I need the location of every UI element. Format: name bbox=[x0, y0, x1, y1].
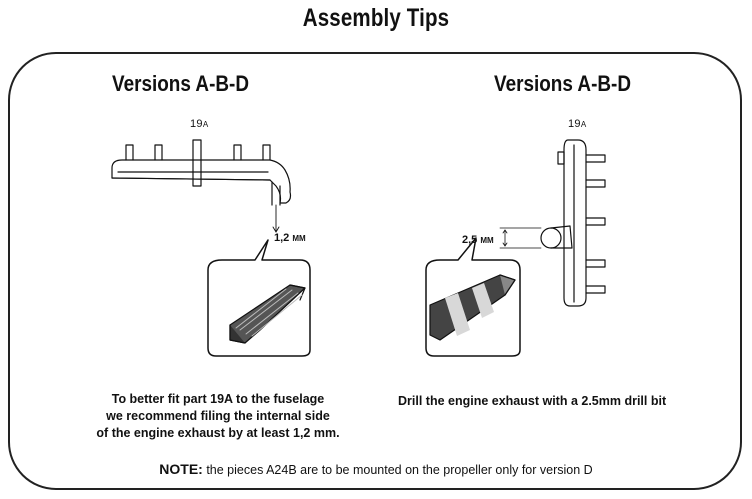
left-detail-bubble bbox=[207, 239, 311, 357]
left-part-label: 19A bbox=[190, 118, 208, 130]
left-part-letter: A bbox=[202, 120, 209, 129]
right-part-number: 19 bbox=[568, 118, 581, 130]
left-part-number: 19 bbox=[190, 118, 203, 130]
left-caption: To better fit part 19A to the fuselage w… bbox=[93, 391, 343, 442]
left-caption-line-3: of the engine exhaust by at least 1,2 mm… bbox=[96, 426, 340, 440]
page-title: Assembly Tips bbox=[302, 4, 450, 32]
left-section-title: Versions A-B-D bbox=[112, 71, 250, 96]
left-dimension-value: 1,2 bbox=[274, 232, 290, 244]
right-dimension-label: 2,5 MM bbox=[462, 234, 494, 246]
left-dimension-unit: MM bbox=[292, 234, 306, 243]
tips-frame bbox=[8, 52, 742, 490]
left-caption-line-2: we recommend filing the internal side bbox=[106, 409, 330, 423]
right-part-label: 19A bbox=[568, 118, 586, 130]
right-part-19a-drawing bbox=[499, 139, 606, 307]
note-text: the pieces A24B are to be mounted on the… bbox=[202, 463, 593, 477]
right-caption: Drill the engine exhaust with a 2.5mm dr… bbox=[398, 394, 667, 408]
right-dimension-unit: MM bbox=[480, 236, 494, 245]
right-detail-bubble bbox=[425, 237, 521, 357]
right-part-letter: A bbox=[580, 120, 587, 129]
right-section-title: Versions A-B-D bbox=[494, 71, 632, 96]
note-label: NOTE: bbox=[159, 461, 203, 477]
left-dimension-label: 1,2 MM bbox=[274, 232, 306, 244]
left-caption-line-1: To better fit part 19A to the fuselage bbox=[111, 392, 325, 406]
right-dimension-value: 2,5 bbox=[462, 234, 478, 246]
left-part-19a-drawing bbox=[111, 139, 292, 233]
note: NOTE: the pieces A24B are to be mounted … bbox=[0, 461, 752, 477]
